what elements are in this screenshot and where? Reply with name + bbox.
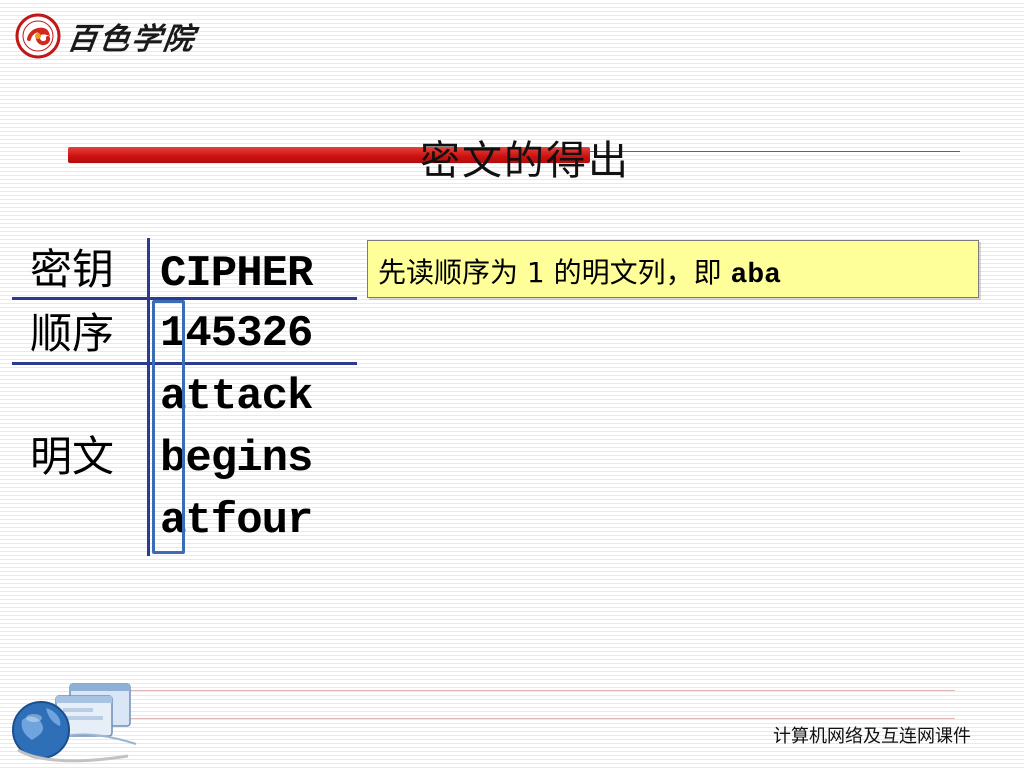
explanation-note: 先读顺序为 1 的明文列，即 aba xyxy=(367,240,979,298)
note-text: 先读顺序为 1 的明文列，即 xyxy=(378,256,731,289)
note-bold-ciphertext: aba xyxy=(730,260,781,291)
footer-rule-top xyxy=(70,690,955,691)
globe-network-icon xyxy=(12,683,137,763)
plaintext-line-3: atfour xyxy=(160,496,313,546)
table-vertical-divider xyxy=(147,238,150,556)
plaintext-line-2: begins xyxy=(160,434,313,484)
order-value: 145326 xyxy=(160,309,313,359)
slide-title: 密文的得出 xyxy=(420,138,630,184)
title-accent-bar xyxy=(68,147,590,163)
footer-rule-bottom xyxy=(70,718,955,719)
table-row-divider-1 xyxy=(12,297,357,300)
footer-course-name: 计算机网络及互连网课件 xyxy=(773,726,971,747)
key-label: 密钥 xyxy=(30,245,115,294)
college-emblem-icon xyxy=(15,13,61,59)
key-value: CIPHER xyxy=(160,249,313,299)
title-rule xyxy=(590,151,960,152)
order-label: 顺序 xyxy=(30,309,115,358)
first-column-highlight xyxy=(152,300,185,554)
plaintext-line-1: attack xyxy=(160,372,313,422)
college-name-logo: 百色学院 xyxy=(65,22,198,57)
plaintext-label: 明文 xyxy=(30,432,115,481)
